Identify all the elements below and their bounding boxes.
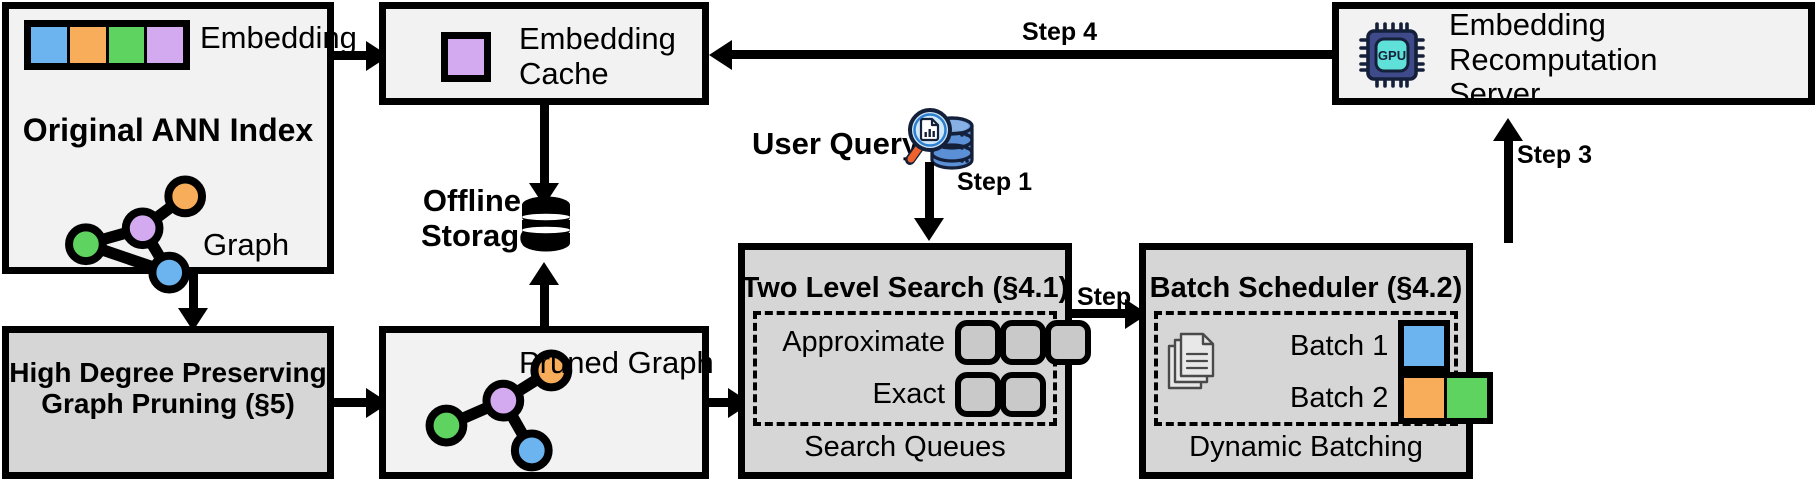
batch-2-chips [1398,372,1494,424]
queue-slot [1045,320,1091,365]
queue-label-exact: Exact [872,378,945,410]
batch-chip-blue [1404,326,1445,366]
pruned-graph-figure [408,342,583,472]
arrow-pruned-to-storage-head [529,262,559,285]
arrow-step1-head [914,218,944,241]
arrow-step1-line [925,162,934,222]
arrow-step3-head [1493,118,1523,141]
batch-row-1: Batch 1 [1290,320,1451,372]
graph-pruning-box [2,326,334,479]
database-icon [520,196,572,254]
embedding-cache-swatch [441,32,491,82]
embedding-label: Embedding [200,20,357,55]
batch-2-label: Batch 2 [1290,381,1389,414]
step-3-label: Step 3 [1517,141,1593,169]
arrow-index-to-pruning-head [178,308,208,331]
queue-label-approximate: Approximate [782,326,945,358]
recompute-server-title: Embedding Recomputation Server [1449,7,1658,112]
offline-storage-label: Offline Storage [421,183,537,253]
original-ann-index-title: Original ANN Index [22,112,314,148]
arrow-pruned-to-storage-line [540,284,549,326]
embedding-cell-blue [31,27,70,63]
batch-1-chips [1398,320,1451,372]
graph-label: Graph [203,227,290,262]
user-query-label: User Query [752,126,920,161]
arrow-step2-line [1072,309,1130,318]
batch-chip-green [1447,378,1488,418]
queue-slot [955,372,1001,417]
step-1-label: Step 1 [957,168,1033,196]
queue-slot [955,320,1001,365]
search-queues-footer: Search Queues [804,431,1006,463]
pruned-graph-label: Pruned Graph [519,345,714,380]
batch-chip-orange [1404,378,1448,418]
batch-scheduler-title: Batch Scheduler (§4.2) [1149,272,1463,304]
arrow-index-to-cache-line [334,51,370,60]
graph-pruning-title: High Degree Preserving Graph Pruning (§5… [9,357,327,419]
queue-row-exact: Exact [760,372,1046,417]
arrow-index-to-pruning-line [189,274,198,312]
queue-slot [1000,320,1046,365]
gpu-chip-icon: GPU [1357,20,1427,90]
embedding-vector-strip [24,20,190,70]
embedding-cache-title: Embedding Cache [519,21,676,91]
queue-slot [1000,372,1046,417]
arrow-step3-line [1504,136,1513,243]
step-4-label: Step 4 [1022,18,1098,46]
documents-icon [1167,332,1219,394]
embedding-cell-purple [147,27,183,63]
search-queues-panel [753,311,1057,426]
arrow-pruning-to-pruned-line [334,398,370,407]
batch-1-label: Batch 1 [1290,329,1389,362]
arrow-step4-line [730,50,1332,59]
arrow-cache-to-storage-line [540,105,549,187]
arrow-pruned-to-search-line [709,398,737,407]
dynamic-batching-footer: Dynamic Batching [1189,431,1423,463]
batch-row-2: Batch 2 [1290,372,1494,424]
queue-slots-exact [955,372,1046,417]
svg-text:GPU: GPU [1378,48,1406,63]
embedding-cache-box [379,2,709,105]
two-level-search-title: Two Level Search (§4.1) [741,272,1069,304]
arrow-step4-head [709,40,732,70]
dynamic-batching-panel [1154,311,1458,426]
search-database-icon [900,102,980,182]
embedding-cell-green [108,27,148,63]
queue-row-approximate: Approximate [760,320,1091,365]
embedding-cell-orange [69,27,109,63]
original-graph-figure [42,168,217,294]
queue-slots-approximate [955,320,1091,365]
